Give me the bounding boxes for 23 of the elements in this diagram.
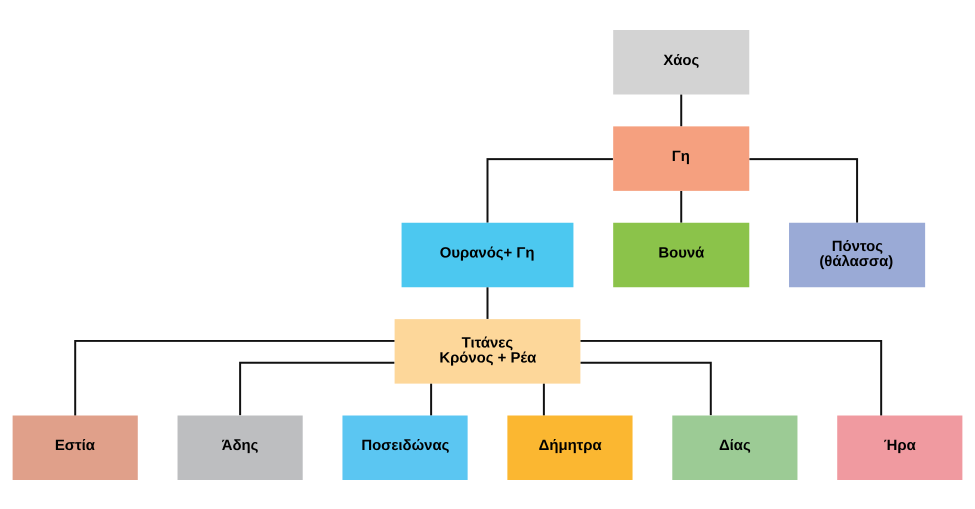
connector [239,361,394,415]
connector [749,158,858,222]
connector [486,158,613,222]
node-box: Βουνά [613,222,750,287]
connector [580,361,712,415]
connector [542,383,545,415]
node-box: Δήμητρα [507,414,633,480]
node-box: Ποσειδώνας [342,414,468,480]
node-box: Άδης [178,414,303,480]
node-box: Τιτάνες Κρόνος + Ρέα [394,318,580,384]
node-box: Εστία [12,414,138,480]
connector [580,339,882,415]
connector [680,190,682,222]
connector [486,286,488,318]
node-box: Γη [613,126,750,190]
node-box: Πόντος (θάλασσα) [789,222,926,287]
connector [74,339,394,415]
node-box: Ουρανός+ Γη [402,222,574,287]
node-box: Χάος [613,29,750,94]
connector [680,94,682,126]
connector [430,383,432,415]
node-box: Δίας [672,414,798,480]
node-box: Ήρα [837,414,962,480]
